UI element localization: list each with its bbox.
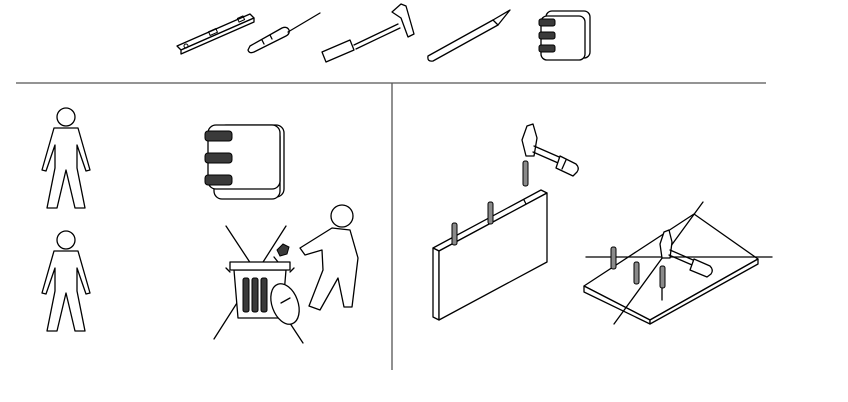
screwdriver-icon [247, 12, 321, 54]
tools-row [176, 3, 591, 63]
hammer-icon [321, 3, 415, 63]
upright-panel [432, 189, 548, 321]
flat-panel [583, 201, 773, 325]
no-littering-icon [213, 204, 359, 344]
dowel-icon [522, 160, 529, 187]
manual-icon [538, 10, 591, 61]
hammer-icon [521, 123, 579, 177]
read-manual-icon [204, 124, 285, 200]
left-panel [41, 107, 359, 344]
person-icon [41, 107, 91, 209]
pencil-icon [427, 9, 511, 62]
spirit-level-icon [176, 13, 255, 55]
right-panel [432, 123, 773, 325]
person-icon [41, 230, 91, 332]
